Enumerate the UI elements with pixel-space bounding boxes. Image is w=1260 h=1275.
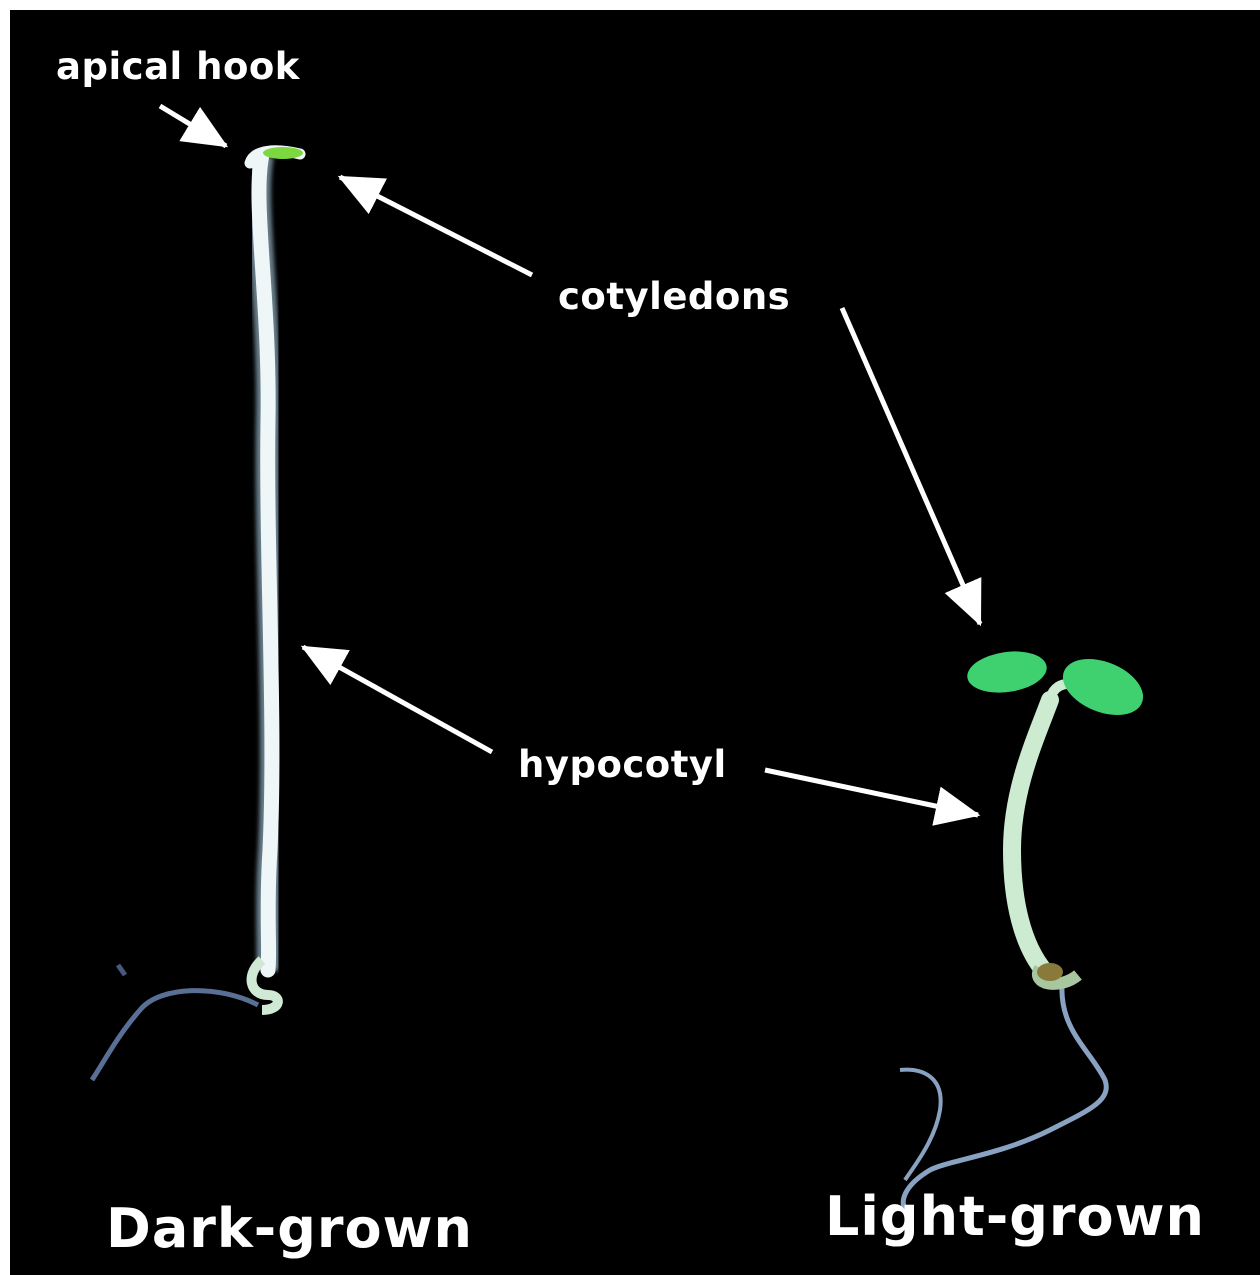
apical-hook-arrow xyxy=(160,106,226,146)
dark-grown-roots xyxy=(92,965,258,1080)
hypocotyl-arrow-light xyxy=(765,770,978,815)
light-grown-roots xyxy=(900,985,1106,1210)
light-grown-seedling xyxy=(900,647,1151,1210)
light-grown-label: Light-grown xyxy=(825,1190,1205,1244)
hypocotyl-label: hypocotyl xyxy=(518,746,727,783)
light-grown-cotyledon-right xyxy=(1055,648,1152,726)
seedling-illustration xyxy=(10,10,1260,1275)
cotyledons-arrow-light xyxy=(842,308,980,624)
light-grown-seed-coat xyxy=(1037,963,1063,981)
dark-grown-cotyledons xyxy=(263,147,303,159)
apical-hook xyxy=(250,147,303,163)
light-grown-cotyledon-left xyxy=(965,647,1050,698)
cotyledons-arrow-dark xyxy=(340,177,532,275)
apical-hook-label: apical hook xyxy=(56,48,300,85)
cotyledons-label: cotyledons xyxy=(558,278,790,315)
hypocotyl-arrow-dark xyxy=(303,647,492,752)
dark-grown-label: Dark-grown xyxy=(106,1202,473,1256)
seedling-photo: apical hook cotyledons hypocotyl Dark-gr… xyxy=(10,10,1260,1275)
dark-grown-seedling xyxy=(92,147,303,1080)
light-grown-hypocotyl xyxy=(1012,700,1050,972)
